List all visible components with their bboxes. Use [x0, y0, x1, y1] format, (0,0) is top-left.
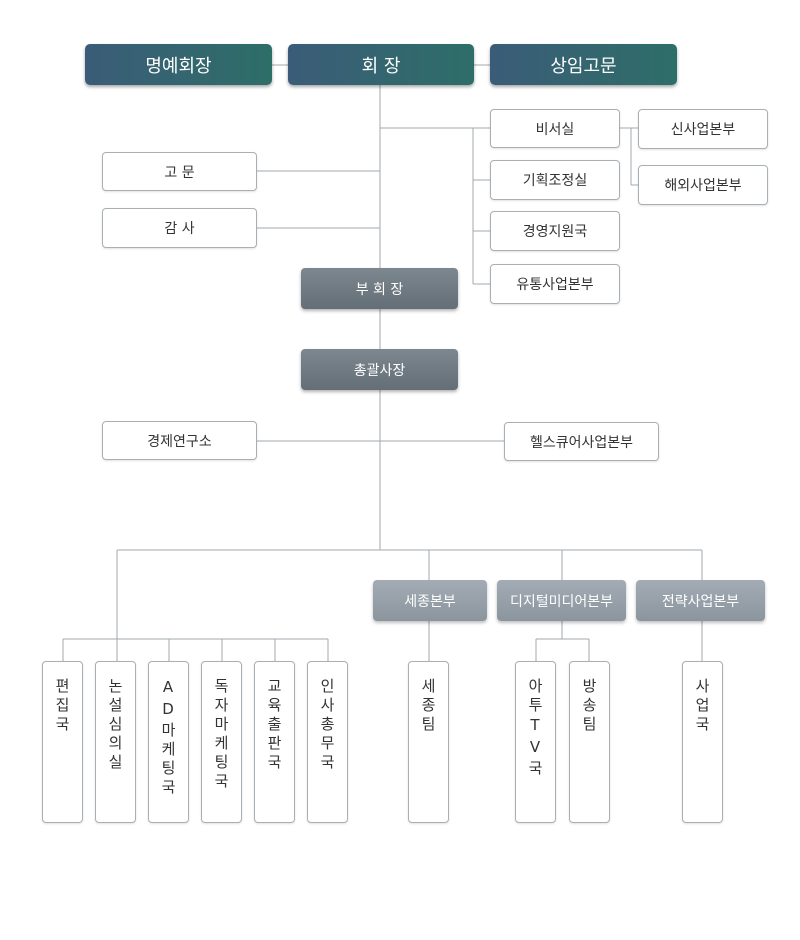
advisor-box: 고 문: [102, 152, 257, 191]
sejong-team-label: 세종팀: [419, 678, 437, 735]
hr-general-dept-box: 인사총무국: [307, 661, 348, 823]
management-support-box: 경영지원국: [490, 211, 620, 251]
digital-media-division-box: 디지털미디어본부: [497, 580, 626, 621]
reader-marketing-dept-box: 독자마케팅국: [201, 661, 242, 823]
strategy-division-label: 전략사업본부: [661, 593, 740, 610]
ad-marketing-dept-box: AD마케팅국: [148, 661, 189, 823]
healthcare-box: 헬스큐어사업본부: [504, 422, 659, 461]
new-business-box: 신사업본부: [638, 109, 768, 149]
business-dept-box: 사업국: [682, 661, 723, 823]
hr-general-dept-label: 인사총무국: [318, 678, 336, 773]
reader-marketing-dept-label: 독자마케팅국: [212, 678, 230, 792]
ceo-box: 총괄사장: [301, 349, 458, 390]
sejong-division-label: 세종본부: [404, 593, 456, 610]
ad-marketing-dept-label: AD마케팅국: [159, 678, 177, 798]
overseas-box: 해외사업본부: [638, 165, 768, 205]
atv-dept-label: 아투TV국: [526, 678, 544, 779]
sejong-team-box: 세종팀: [408, 661, 449, 823]
editorial-board-box: 논설심의실: [95, 661, 136, 823]
business-dept-label: 사업국: [693, 678, 711, 735]
editorial-board-label: 논설심의실: [106, 678, 124, 773]
honorary-chairman-label: 명예회장: [145, 55, 212, 77]
education-publishing-dept-box: 교육출판국: [254, 661, 295, 823]
institute-box: 경제연구소: [102, 421, 257, 460]
distribution-box: 유통사업본부: [490, 264, 620, 304]
distribution-label: 유통사업본부: [516, 277, 594, 293]
management-support-label: 경영지원국: [522, 224, 588, 240]
adviser-label: 상임고문: [550, 55, 617, 77]
sejong-division-box: 세종본부: [373, 580, 487, 621]
audit-box: 감 사: [102, 208, 257, 248]
secretariat-box: 비서실: [490, 109, 620, 148]
broadcast-team-box: 방송팀: [569, 661, 610, 823]
education-publishing-dept-label: 교육출판국: [265, 678, 283, 773]
broadcast-team-label: 방송팀: [580, 678, 598, 735]
strategy-division-box: 전략사업본부: [636, 580, 765, 621]
overseas-label: 해외사업본부: [664, 178, 742, 194]
secretariat-label: 비서실: [535, 121, 575, 138]
institute-label: 경제연구소: [147, 433, 212, 450]
digital-media-division-label: 디지털미디어본부: [509, 593, 614, 610]
editorial-dept-label: 편집국: [53, 678, 71, 735]
planning-label: 기획조정실: [522, 173, 588, 189]
advisor-label: 고 문: [164, 164, 195, 181]
atv-dept-box: 아투TV국: [515, 661, 556, 823]
editorial-dept-box: 편집국: [42, 661, 83, 823]
planning-box: 기획조정실: [490, 160, 620, 200]
vice-chairman-label: 부 회 장: [355, 281, 404, 298]
chairman-box: 회 장: [288, 44, 474, 85]
healthcare-label: 헬스큐어사업본부: [529, 434, 634, 451]
vice-chairman-box: 부 회 장: [301, 268, 458, 309]
chairman-label: 회 장: [361, 55, 401, 77]
adviser-box: 상임고문: [490, 44, 677, 85]
audit-label: 감 사: [164, 221, 195, 237]
ceo-label: 총괄사장: [353, 362, 406, 379]
honorary-chairman-box: 명예회장: [85, 44, 272, 85]
new-business-label: 신사업본부: [670, 122, 736, 138]
